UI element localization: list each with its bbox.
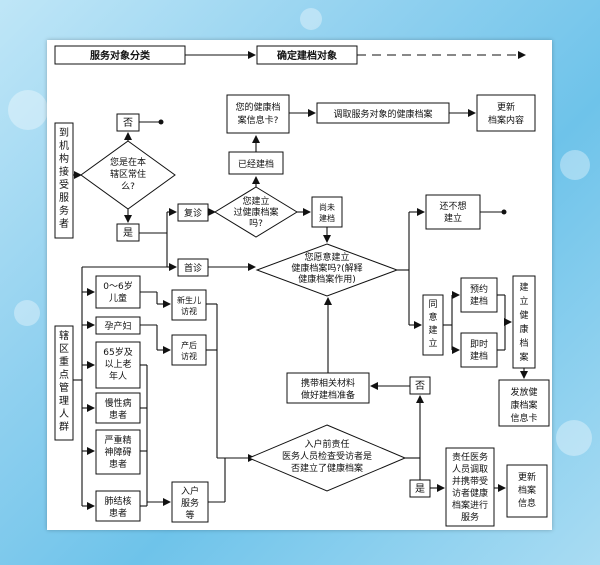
- issue-card-box: [498, 379, 550, 427]
- chronic-box: [95, 392, 141, 424]
- appt-build-box: [460, 277, 498, 313]
- built-decision: [214, 186, 298, 238]
- flowchart-sheet: 服务对象分类 确定建档对象 到机构接受服务者 您是在本辖区常住么? 否 是 复诊…: [47, 40, 552, 530]
- responsible-fetch-box: [445, 447, 495, 527]
- background-bubble: [8, 90, 48, 130]
- responsible-fetch-label: 责任医务人员调取并携带受访者健康档案进行服务: [452, 451, 488, 523]
- not-want-end-dot: [501, 209, 507, 215]
- no-top-end-dot: [158, 119, 164, 125]
- no-top-label: 否: [123, 117, 133, 129]
- bring-materials-label: 携带相关材料做好建档准备: [301, 377, 355, 401]
- not-want-box: [425, 194, 481, 230]
- bring-materials-box: [286, 372, 370, 404]
- home-check-label: 入户前责任医务人员检查受访者是否建立了健康档案: [282, 438, 372, 474]
- has-card-label: 您的健康档案信息卡?: [235, 101, 280, 126]
- flowchart-diagram: 服务对象分类 确定建档对象 到机构接受服务者 您是在本辖区常住么? 否 是 复诊…: [54, 45, 550, 527]
- willing-decision-label: 您愿意建立健康档案吗?(解释健康档案作用): [291, 251, 362, 285]
- background-bubble: [560, 150, 590, 180]
- background-bubble: [14, 300, 40, 326]
- newborn-visit-box: [171, 289, 207, 321]
- update-record-label: 更新档案信息: [518, 471, 536, 509]
- chronic-label: 慢性病患者: [104, 397, 131, 421]
- fetch-record-label: 调取服务对象的健康档案: [333, 108, 432, 120]
- tb-box: [95, 490, 141, 522]
- header-classify: 服务对象分类: [54, 45, 186, 65]
- key-population-label: 辖区重点管理人群: [59, 329, 69, 433]
- home-service-box: [171, 481, 209, 523]
- revisit-label: 复诊: [184, 207, 202, 219]
- mental-box: [95, 429, 141, 475]
- not-want-label: 还不想建立: [439, 200, 466, 224]
- tb-label: 肺结核患者: [104, 495, 131, 519]
- header-determine-label: 确定建档对象: [277, 49, 337, 62]
- home-service-label: 入户服务等: [181, 485, 199, 521]
- has-card-box: [226, 94, 290, 134]
- postpartum-visit-box: [171, 334, 207, 366]
- child-box: [95, 275, 141, 309]
- newborn-visit-label: 新生儿访视: [177, 295, 201, 316]
- yes-left-label: 是: [123, 227, 133, 239]
- update-record-box: [506, 464, 548, 518]
- elderly-label: 65岁及以上老年人: [103, 346, 132, 382]
- background-bubble: [300, 8, 322, 30]
- background-bubble: [556, 420, 592, 456]
- establish-record-label: 建立健康档案: [519, 281, 528, 363]
- instant-build-box: [460, 332, 498, 368]
- arrive-box: [54, 122, 74, 239]
- yes-right-label: 是: [415, 483, 425, 495]
- arrive-label: 到机构接受服务者: [59, 127, 69, 230]
- header-classify-label: 服务对象分类: [90, 49, 150, 62]
- no-right-label: 否: [415, 380, 425, 392]
- not-built-label: 尚未建档: [319, 202, 335, 223]
- update-content-label: 更新档案内容: [488, 101, 524, 126]
- home-check-decision: [247, 424, 407, 492]
- first-visit-label: 首诊: [184, 262, 202, 274]
- header-determine: 确定建档对象: [256, 45, 358, 65]
- issue-card-label: 发放健康档案信息卡: [510, 386, 537, 424]
- key-population-box: [54, 325, 74, 441]
- not-built-box: [311, 196, 343, 228]
- agree-label: 同意建立: [428, 299, 437, 349]
- instant-build-label: 即时建档: [470, 338, 488, 362]
- appt-build-label: 预约建档: [470, 283, 488, 307]
- postpartum-visit-label: 产后访视: [181, 340, 197, 361]
- mental-label: 严重精神障碍患者: [104, 434, 131, 470]
- built-decision-label: 您建立过健康档案吗?: [233, 195, 278, 229]
- resident-decision-label: 您是在本辖区常住么?: [110, 156, 146, 192]
- pregnant-label: 孕产妇: [104, 320, 131, 332]
- child-label: 0～6岁儿童: [103, 280, 132, 304]
- willing-decision: [255, 243, 399, 297]
- already-built-label: 已经建档: [238, 158, 274, 170]
- update-content-box: [476, 94, 536, 132]
